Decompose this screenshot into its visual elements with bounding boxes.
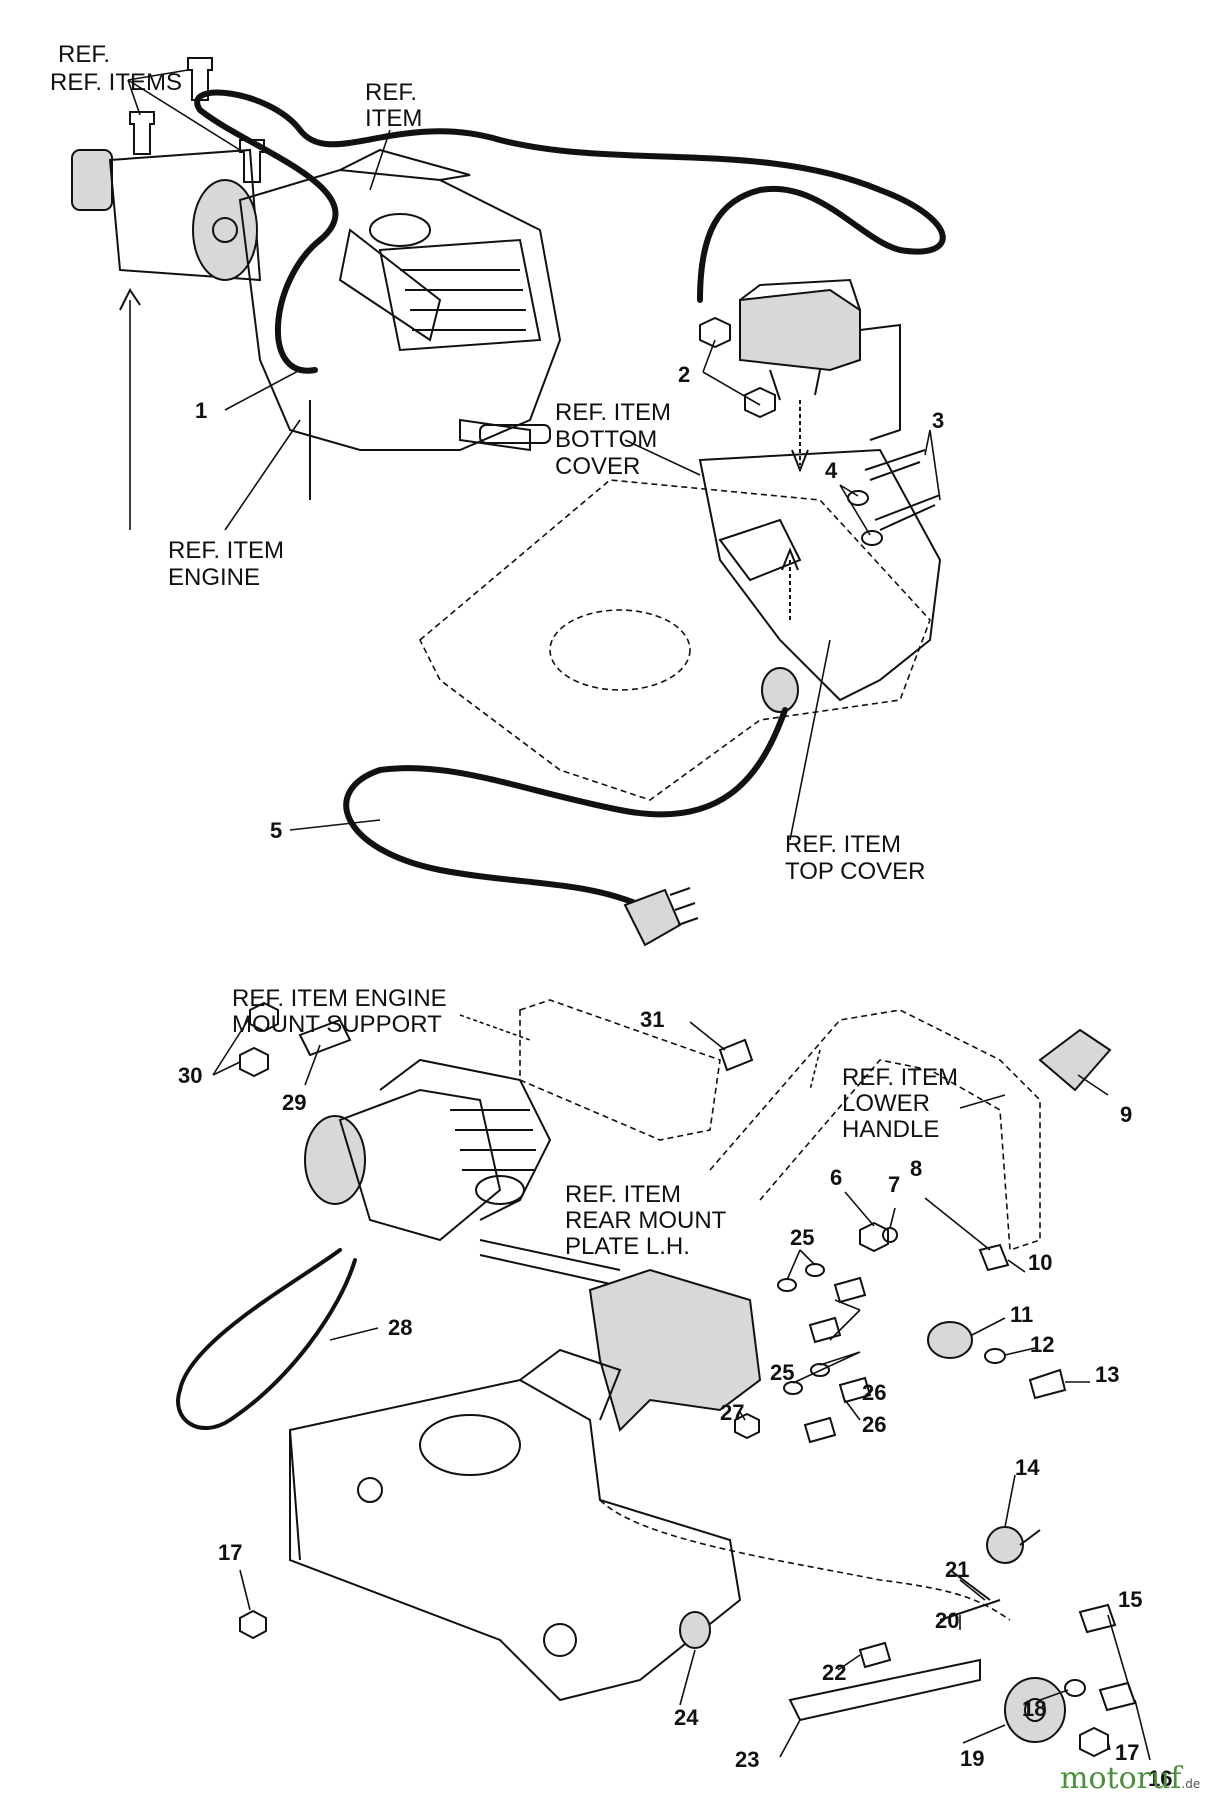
- callout-18: 18: [1022, 1696, 1046, 1721]
- callout-17b: 17: [1115, 1740, 1139, 1765]
- callout-5: 5: [270, 818, 282, 843]
- callout-16: 16: [1148, 1766, 1172, 1791]
- lower-assembly: REF. ITEM ENGINE MOUNT SUPPORT REF. ITEM…: [176, 985, 1172, 1791]
- callout-13: 13: [1095, 1362, 1119, 1387]
- lower-leaders: [212, 1014, 1151, 1761]
- callout-12: 12: [1030, 1332, 1054, 1357]
- callout-27: 27: [720, 1400, 744, 1425]
- ref-lower-handle-label-b: LOWER: [842, 1090, 930, 1117]
- ref-items-label-a: REF.: [58, 41, 110, 68]
- callout-8: 8: [910, 1156, 922, 1181]
- engine-mount-support: [519, 999, 721, 1141]
- callout-30: 30: [178, 1063, 202, 1088]
- upper-assembly: REF. REF. ITEMS REF. ITEM REF. ITEM ENGI…: [50, 41, 946, 947]
- ref-item-label-b: ITEM: [365, 105, 422, 132]
- handle-grip: [1038, 1028, 1112, 1092]
- callout-21: 21: [945, 1557, 969, 1582]
- callout-2: 2: [678, 362, 690, 387]
- upper-labels: REF. REF. ITEMS REF. ITEM REF. ITEM ENGI…: [50, 41, 944, 885]
- callout-25a: 25: [790, 1225, 814, 1250]
- power-cord-upper: [194, 89, 946, 374]
- ref-rear-plate-label-c: PLATE L.H.: [565, 1233, 690, 1260]
- engine-illustration-lower: [304, 1058, 621, 1286]
- nuts-item-2: [699, 316, 776, 419]
- lower-labels: REF. ITEM ENGINE MOUNT SUPPORT REF. ITEM…: [178, 985, 1172, 1791]
- ref-bottom-cover-label-c: COVER: [555, 453, 640, 480]
- callout-29: 29: [282, 1090, 306, 1115]
- ref-top-cover-label-a: REF. ITEM: [785, 831, 901, 858]
- ref-mount-support-label-b: MOUNT SUPPORT: [232, 1011, 442, 1038]
- callout-14: 14: [1015, 1455, 1040, 1480]
- lower-hardware: [239, 1001, 1137, 1758]
- ref-engine-label-a: REF. ITEM: [168, 537, 284, 564]
- callout-20: 20: [935, 1608, 959, 1633]
- callout-23: 23: [735, 1747, 759, 1772]
- callout-17a: 17: [218, 1540, 242, 1565]
- callout-7: 7: [888, 1172, 900, 1197]
- ref-screws: [129, 57, 265, 183]
- callout-6: 6: [830, 1165, 842, 1190]
- ref-items-label: REF. ITEMS: [50, 69, 182, 96]
- rear-mount-plate: [588, 1268, 762, 1432]
- auger-housing: [289, 1348, 742, 1702]
- callout-1: 1: [195, 398, 207, 423]
- callout-3: 3: [932, 408, 944, 433]
- watermark-logo: motoruf.de: [1060, 1761, 1200, 1796]
- washers-item-4: [847, 490, 883, 546]
- ref-bottom-cover-label-b: BOTTOM: [555, 426, 657, 453]
- power-cord-item-5: [343, 707, 788, 908]
- callout-28: 28: [388, 1315, 412, 1340]
- engine-illustration: [71, 148, 562, 500]
- screws-item-3: [864, 449, 941, 531]
- belt-item-28: [176, 1248, 357, 1431]
- callout-26a: 26: [862, 1380, 886, 1405]
- ref-rear-plate-label-a: REF. ITEM: [565, 1181, 681, 1208]
- idler-linkage: [599, 1499, 1066, 1743]
- callout-11: 11: [1010, 1302, 1033, 1327]
- switch-box: [739, 278, 901, 473]
- ref-top-cover-label-b: TOP COVER: [785, 858, 925, 885]
- ref-item-label-a: REF.: [365, 79, 417, 106]
- callout-15: 15: [1118, 1587, 1142, 1612]
- ref-mount-support-label-a: REF. ITEM ENGINE: [232, 985, 447, 1012]
- ref-engine-label-b: ENGINE: [168, 564, 260, 591]
- callout-10: 10: [1028, 1250, 1052, 1275]
- ref-bottom-cover-label-a: REF. ITEM: [555, 399, 671, 426]
- callout-24: 24: [674, 1705, 699, 1730]
- callout-4: 4: [825, 458, 838, 483]
- callout-22: 22: [822, 1660, 846, 1685]
- upper-leaders: [127, 69, 941, 841]
- ref-rear-plate-label-b: REAR MOUNT: [565, 1207, 727, 1234]
- callout-26b: 26: [862, 1412, 886, 1437]
- ref-lower-handle-label-a: REF. ITEM: [842, 1064, 958, 1091]
- watermark-brand: motoruf.de: [1060, 1761, 1200, 1796]
- callout-9: 9: [1120, 1102, 1132, 1127]
- plug: [623, 887, 699, 947]
- callout-31: 31: [640, 1007, 664, 1032]
- cover-plates: [419, 448, 942, 801]
- callout-19: 19: [960, 1746, 984, 1771]
- callout-25b: 25: [770, 1360, 794, 1385]
- ref-lower-handle-label-c: HANDLE: [842, 1116, 939, 1143]
